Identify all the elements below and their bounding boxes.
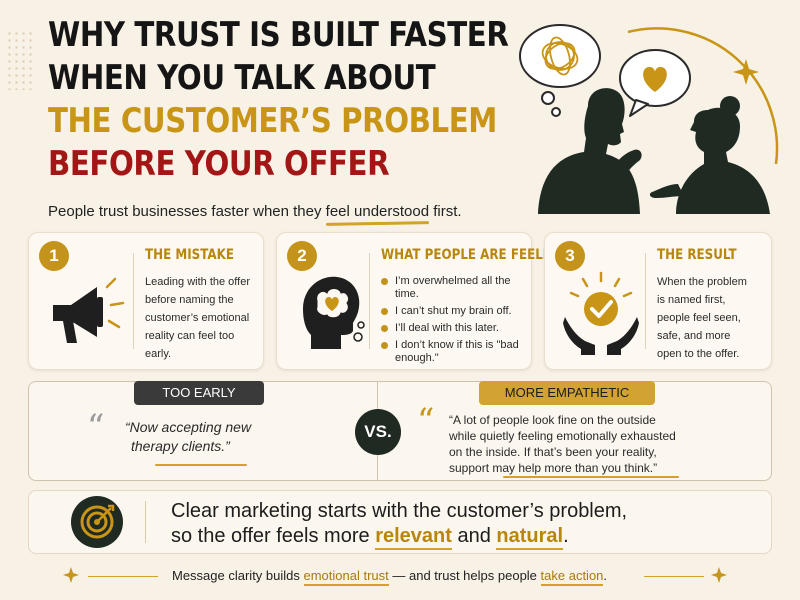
subtitle: People trust businesses faster when they… xyxy=(48,203,462,220)
quote-line: therapy clients.” xyxy=(131,438,230,454)
empathetic-quote: “A lot of people look fine on the outsid… xyxy=(449,412,769,476)
key-message-text: . xyxy=(563,525,569,547)
key-message-text: so the offer feels more xyxy=(171,525,376,547)
card-text-line: safe, and more xyxy=(657,330,731,342)
quote-line: “Now accepting new xyxy=(125,419,252,435)
card-text-line: is named first, xyxy=(657,294,726,306)
card-text-line: open to the offer. xyxy=(657,348,740,360)
quote-line: while quietly feeling emotionally exhaus… xyxy=(449,429,676,443)
footer: Message clarity builds emotional trust —… xyxy=(0,566,800,588)
quote-line: “A lot of people look fine on the outsid… xyxy=(449,413,656,427)
target-badge xyxy=(71,496,123,548)
key-message-line: Clear marketing starts with the customer… xyxy=(171,500,628,522)
step-number-badge: 2 xyxy=(287,241,317,271)
card-description: When the problem is named first, people … xyxy=(657,273,769,363)
card-divider xyxy=(133,253,134,349)
card-text-line: reality can feel too early. xyxy=(145,330,235,360)
feeling-item: I don’t know if this is "bad enough." xyxy=(381,339,529,365)
thought-bubble-icon xyxy=(519,24,601,117)
card-feelings: 2 WHAT PEOPLE ARE FEELING I’m overwhelme… xyxy=(276,232,567,370)
conversation-illustration xyxy=(519,24,779,214)
megaphone-icon xyxy=(53,277,125,343)
key-message-text: and xyxy=(451,525,497,547)
feeling-item: I’m overwhelmed all the time. xyxy=(381,275,529,301)
quote-icon: “ xyxy=(417,401,435,441)
card-text-line: Leading with the offer xyxy=(145,276,250,288)
person-listening-silhouette xyxy=(649,96,770,214)
decorative-arc xyxy=(627,27,779,165)
head-heart-icon xyxy=(303,276,365,349)
card-text-line: people feel seen, xyxy=(657,312,741,324)
key-message: Clear marketing starts with the customer… xyxy=(171,499,627,549)
footer-text: Message clarity builds xyxy=(172,568,304,583)
quote-line: on the inside. If that’s been your reali… xyxy=(449,445,657,459)
emphasis-relevant: relevant xyxy=(375,525,452,547)
quote-icon: “ xyxy=(87,407,105,447)
feeling-item: I’ll deal with this later. xyxy=(381,322,529,335)
decorative-dots xyxy=(6,30,36,90)
feeling-item: I can’t shut my brain off. xyxy=(381,305,529,318)
card-divider xyxy=(645,253,646,349)
sparkle-icon xyxy=(63,567,79,583)
emphasis-natural: natural xyxy=(496,525,564,547)
vs-badge: VS. xyxy=(355,409,401,455)
headline-line-1: WHY TRUST IS BUILT FASTER xyxy=(48,15,509,55)
speech-bubble-heart-icon xyxy=(619,49,691,117)
emphasis-take-action: take action xyxy=(540,568,604,583)
card-title: THE MISTAKE xyxy=(145,247,234,263)
target-icon xyxy=(80,504,115,539)
footer-rule xyxy=(644,576,704,577)
card-text-line: When the problem xyxy=(657,276,747,288)
quote-underline xyxy=(503,476,679,478)
headline: WHY TRUST IS BUILT FASTER WHEN YOU TALK … xyxy=(48,14,509,186)
step-number-badge: 1 xyxy=(39,241,69,271)
vs-divider-top xyxy=(377,382,378,409)
card-divider xyxy=(369,253,370,349)
card-description: Leading with the offer before naming the… xyxy=(145,273,261,363)
headline-line-2: WHEN YOU TALK ABOUT xyxy=(48,58,436,98)
card-mistake: 1 THE MISTAKE Leading with the offer bef… xyxy=(28,232,264,370)
subtitle-text: People trust businesses faster when they xyxy=(48,203,326,220)
hands-check-icon xyxy=(563,271,639,355)
banner-divider xyxy=(145,501,146,543)
key-message-line: so the offer feels more relevant and nat… xyxy=(171,524,627,549)
sparkle-icon xyxy=(711,567,727,583)
feelings-list: I’m overwhelmed all the time. I can’t sh… xyxy=(381,275,529,369)
card-result: 3 THE RESULT When the problem is named f… xyxy=(544,232,772,370)
footer-text: . xyxy=(603,568,608,583)
footer-text: — and trust helps people xyxy=(388,568,541,583)
quote-underline xyxy=(155,464,247,466)
comparison-panel: TOO EARLY MORE EMPATHETIC “ “Now accepti… xyxy=(28,381,772,481)
card-title: WHAT PEOPLE ARE FEELING xyxy=(381,247,567,263)
footer-message: Message clarity builds emotional trust —… xyxy=(172,568,607,583)
vs-divider-bottom xyxy=(377,455,378,481)
subtitle-end: first. xyxy=(429,203,462,220)
card-title: THE RESULT xyxy=(657,247,737,263)
subtitle-highlight: feel understood xyxy=(325,203,430,220)
person-thinking-silhouette xyxy=(538,88,642,214)
emphasis-emotional-trust: emotional trust xyxy=(303,568,389,583)
sparkle-icon xyxy=(733,59,759,85)
card-text-line: customer’s emotional xyxy=(145,312,250,324)
quote-line: support may help more than you think.” xyxy=(449,461,658,475)
too-early-quote: “Now accepting new therapy clients.” xyxy=(125,418,325,456)
more-empathetic-tag: MORE EMPATHETIC xyxy=(479,381,655,405)
too-early-tag: TOO EARLY xyxy=(134,381,264,405)
headline-line-3: THE CUSTOMER’S PROBLEM xyxy=(48,101,497,141)
key-message-banner: Clear marketing starts with the customer… xyxy=(28,490,772,554)
step-number-badge: 3 xyxy=(555,241,585,271)
footer-rule xyxy=(88,576,158,577)
headline-line-4: BEFORE YOUR OFFER xyxy=(48,144,390,184)
card-text-line: before naming the xyxy=(145,294,234,306)
